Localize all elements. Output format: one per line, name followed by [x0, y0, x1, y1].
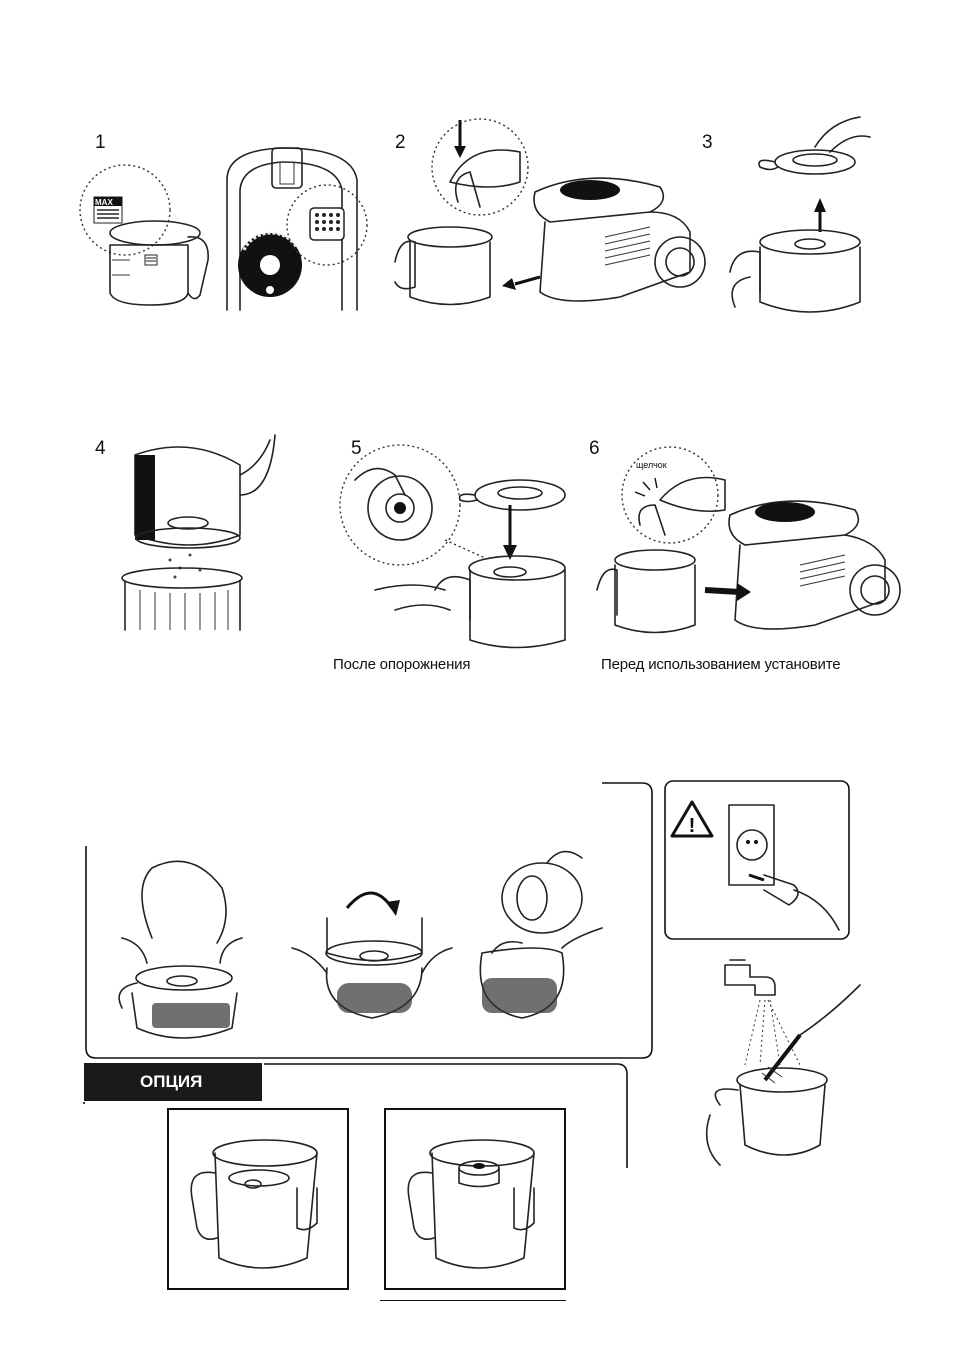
bag-empty-panel — [82, 778, 657, 1063]
step1-control-panel-illustration — [222, 140, 372, 315]
step6-insert-bin-illustration — [585, 440, 905, 645]
bottom-rule — [380, 1300, 566, 1301]
step4-empty-bin-illustration — [120, 435, 290, 635]
step-number-1: 1 — [95, 132, 106, 154]
step2-remove-bin-illustration — [390, 112, 710, 317]
step-number-4: 4 — [95, 438, 106, 460]
option-bar: ОПЦИЯ — [84, 1063, 262, 1101]
option-filter-b-illustration — [384, 1108, 568, 1293]
max-mark-label: MAX — [95, 198, 113, 207]
step5-install-lid-illustration — [335, 440, 575, 650]
option-filter-a-illustration — [167, 1108, 351, 1293]
wash-bin-illustration — [690, 955, 870, 1170]
click-label: щелчок — [636, 460, 667, 470]
step1-dustbin-illustration — [70, 165, 220, 315]
option-bar-label: ОПЦИЯ — [140, 1072, 202, 1092]
caption-before-use-install: Перед использованием установите — [601, 656, 840, 673]
warning-icon: ! — [689, 815, 696, 837]
warning-unplug-panel: ! — [664, 780, 854, 945]
caption-after-emptying: После опорожнения — [333, 656, 470, 673]
step3-lift-lid-illustration — [720, 112, 880, 317]
